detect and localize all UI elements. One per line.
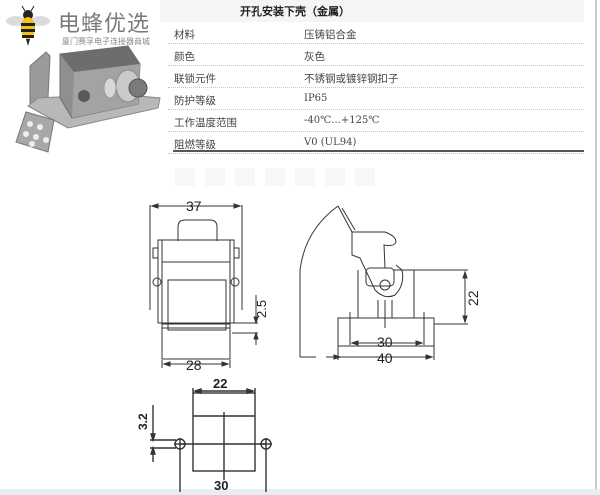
dim-front-top: 37 [186,198,202,214]
spec-key: 联锁元件 [174,73,216,85]
spec-key: 颜色 [174,51,195,63]
spec-value: -40℃...+125℃ [304,115,380,126]
dim-side-inner: 30 [377,334,393,350]
brand-tagline: 厦门赛孚电子连接器商城 [62,37,150,46]
spec-row: 阻燃等级 V0 (UL94) [168,132,584,154]
spec-row: 颜色 灰色 [168,44,584,66]
dim-cutout-width: 22 [213,376,227,391]
spec-header: 开孔安装下壳（金属） [160,0,584,22]
spec-row: 工作温度范围 -40℃...+125℃ [168,110,584,132]
right-border [595,0,597,495]
cutout-drawing [150,388,272,492]
spec-key: 工作温度范围 [174,117,237,129]
brand-logo: 电蜂优选 厦门赛孚电子连接器商城 [6,4,166,48]
dim-side-outer: 40 [377,350,393,366]
brand-name: 电蜂优选 [58,12,151,37]
dim-front-bottom: 28 [186,357,202,373]
spec-key: 阻燃等级 [174,139,216,151]
spec-table: 材料 压铸铝合金 颜色 灰色 联锁元件 不锈钢或镀锌钢扣子 防护等级 IP65 … [168,22,584,154]
bee-icon [6,5,50,46]
spec-value: IP65 [304,93,328,104]
spec-value: 不锈钢或镀锌钢扣子 [304,73,399,85]
spec-value: 压铸铝合金 [304,29,357,41]
spec-key: 防护等级 [174,95,216,107]
dim-front-step: 2.5 [254,300,269,318]
product-photo [15,45,161,153]
spec-value: 灰色 [304,51,325,63]
dim-cutout-offset: 3.2 [136,413,150,430]
spec-row: 材料 压铸铝合金 [168,22,584,44]
spec-key: 材料 [174,29,195,41]
spec-value: V0 (UL94) [304,137,357,148]
side-view-drawing [299,205,468,360]
front-view-drawing [149,203,259,368]
dim-side-height: 22 [465,290,481,306]
spec-table-bottom-rule [173,150,584,152]
bottom-border [0,489,600,495]
spec-row: 防护等级 IP65 [168,88,584,110]
spec-title: 开孔安装下壳（金属） [240,5,350,18]
spec-row: 联锁元件 不锈钢或镀锌钢扣子 [168,66,584,88]
faint-watermark [175,168,375,186]
